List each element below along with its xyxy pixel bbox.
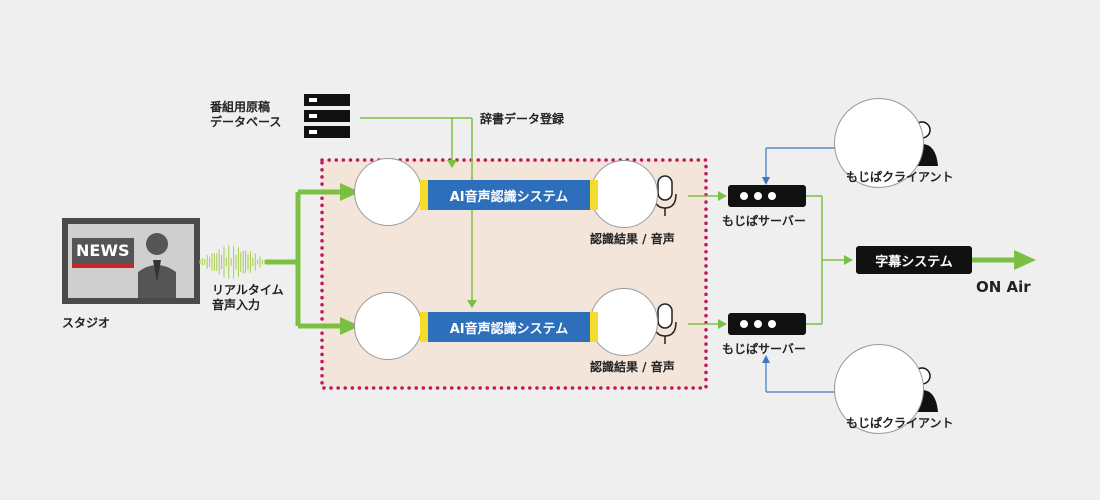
database-icon (304, 94, 350, 138)
server-indicator-dot (740, 320, 748, 328)
server-box (728, 185, 806, 207)
server-box (728, 313, 806, 335)
client-label: もじぱクライアント (846, 170, 954, 184)
ai-processor-circle (354, 292, 422, 360)
database-label: 番組用原稿 データベース (210, 100, 282, 129)
onair-label: ON Air (976, 278, 1031, 296)
server-indicator-dot (754, 192, 762, 200)
green-connectors (265, 117, 1036, 335)
dictionary-label: 辞書データ登録 (480, 112, 565, 126)
server-indicator-dot (768, 320, 776, 328)
ai-system-box: AI音声認識システム (420, 312, 598, 342)
result-circle (590, 288, 658, 356)
result-circle (590, 160, 658, 228)
ai-system-label: AI音声認識システム (449, 189, 569, 205)
studio-monitor-icon (62, 218, 200, 304)
server-indicator-dot (768, 192, 776, 200)
server-label: もじぱサーバー (722, 214, 806, 228)
ai-system-box: AI音声認識システム (420, 180, 598, 210)
studio-label: スタジオ (62, 316, 111, 330)
ai-system-label: AI音声認識システム (449, 321, 569, 337)
subtitle-system-box: 字幕システム (856, 246, 972, 274)
client-circle (834, 98, 924, 188)
blue-connectors (762, 144, 844, 396)
realtime-label: リアルタイム 音声入力 (212, 283, 284, 312)
news-label: NEWS (76, 241, 130, 260)
subtitle-system-label: 字幕システム (875, 254, 953, 270)
server-indicator-dot (740, 192, 748, 200)
client-circle (834, 344, 924, 434)
result-label: 認識結果 / 音声 (590, 232, 675, 246)
ai-processor-circle (354, 158, 422, 226)
result-label: 認識結果 / 音声 (590, 360, 675, 374)
client-label: もじぱクライアント (846, 416, 954, 430)
server-indicator-dot (754, 320, 762, 328)
audio-waveform-icon (199, 245, 266, 279)
server-label: もじぱサーバー (722, 342, 806, 356)
